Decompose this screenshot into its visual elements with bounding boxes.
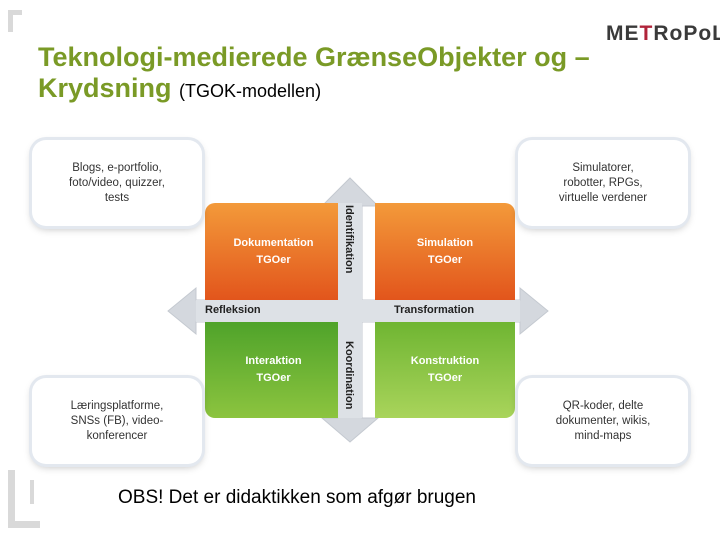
corner-mark-top-horizontal bbox=[8, 10, 22, 15]
corner-mark-bottom-vertical bbox=[8, 470, 15, 528]
box-bottom-left: Læringsplatforme, SNSs (FB), video- konf… bbox=[32, 378, 202, 464]
quadrant-simulation: Simulation TGOer bbox=[375, 203, 515, 300]
corner-mark-top-vertical bbox=[8, 10, 13, 32]
axis-label-identifikation: Identifikation bbox=[343, 205, 355, 274]
box-bottom-right: QR-koder, delte dokumenter, wikis, mind-… bbox=[518, 378, 688, 464]
axis-label-transformation: Transformation bbox=[394, 304, 475, 316]
quadrant-konstruktion: Konstruktion TGOer bbox=[375, 322, 515, 418]
box-top-right: Simulatorer, robotter, RPGs, virtuelle v… bbox=[518, 140, 688, 226]
corner-mark-bottom-inner bbox=[30, 480, 34, 504]
title-sub: (TGOK-modellen) bbox=[179, 81, 322, 101]
metropol-logo: METRoPoL bbox=[606, 22, 720, 45]
box-top-left: Blogs, e-portfolio, foto/video, quizzer,… bbox=[32, 140, 202, 226]
quadrant-interaktion: Interaktion TGOer bbox=[205, 322, 342, 418]
quadrant-dokumentation: Dokumentation TGOer bbox=[205, 203, 342, 300]
axis-label-koordination: Koordination bbox=[343, 341, 355, 410]
corner-mark-bottom-horizontal bbox=[8, 521, 40, 528]
slide-title: Teknologi-medierede GrænseObjekter og –K… bbox=[38, 42, 638, 107]
footer-note: OBS! Det er didaktikken som afgør brugen bbox=[118, 487, 476, 508]
axis-label-refleksion: Refleksion bbox=[205, 304, 261, 316]
title-main: Teknologi-medierede GrænseObjekter og –K… bbox=[38, 42, 590, 103]
